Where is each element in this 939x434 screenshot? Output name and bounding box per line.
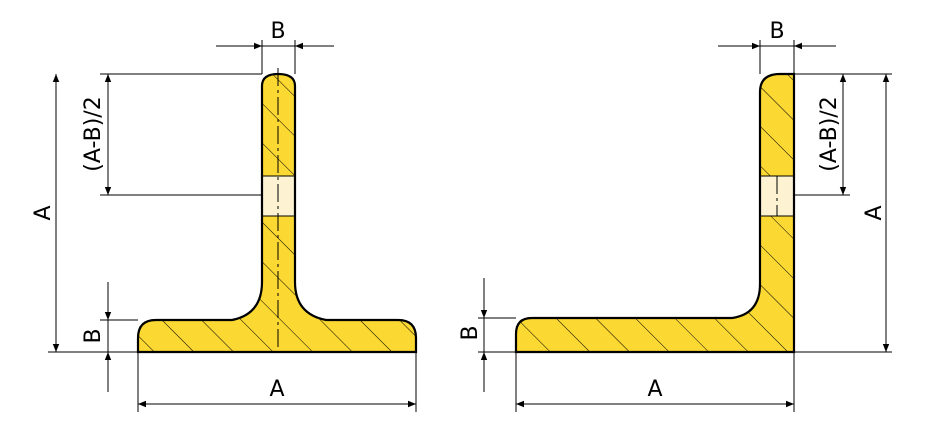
- l-profile-height-label: A: [862, 205, 887, 220]
- l-profile: B (A-B)/2 A B A: [458, 19, 892, 412]
- t-profile-height-label: A: [31, 205, 56, 220]
- t-profile: B (A-B)/2 A B A: [31, 19, 418, 412]
- l-profile-half-height-label: (A-B)/2: [817, 96, 842, 171]
- t-profile-top-width-label: B: [270, 19, 285, 44]
- l-profile-flange-thickness-label: B: [458, 325, 483, 340]
- t-profile-half-height-label: (A-B)/2: [81, 96, 106, 171]
- l-profile-bottom-width-label: A: [647, 377, 662, 402]
- l-profile-top-width-label: B: [769, 19, 784, 44]
- t-profile-flange-thickness-label: B: [81, 328, 106, 343]
- t-profile-bottom-width-label: A: [269, 377, 284, 402]
